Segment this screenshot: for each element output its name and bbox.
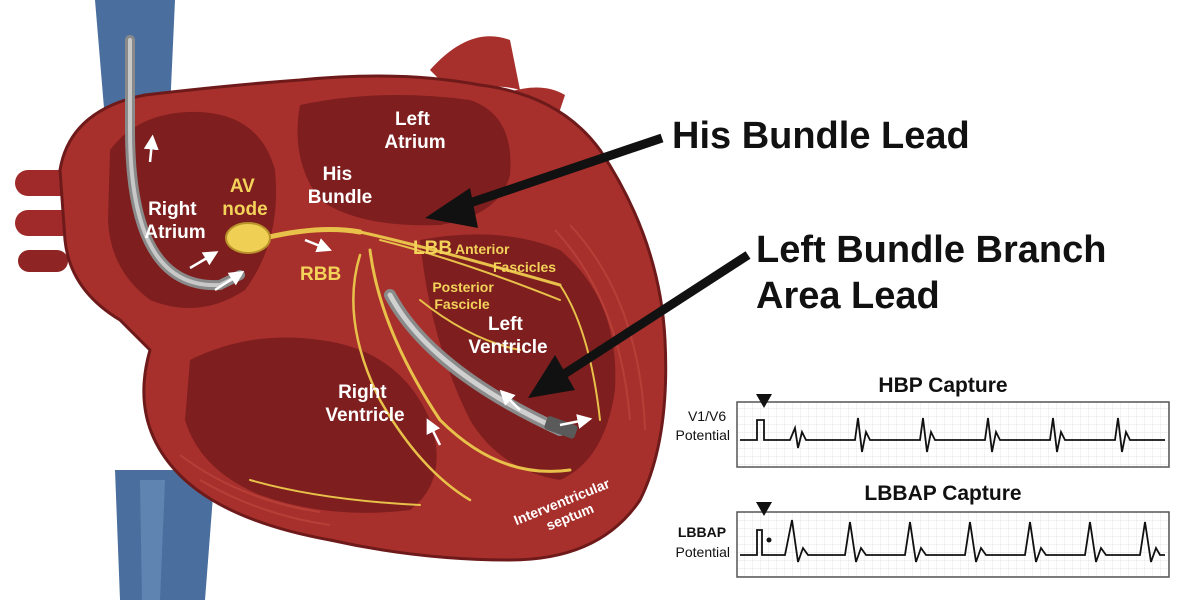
label-posterior-fascicle: Posterior Fascicle [432, 279, 497, 312]
callout-lbbap-lead: Left Bundle Branch Area Lead [756, 229, 1117, 317]
ecg-trace-hbp [740, 417, 1165, 453]
ecg-panel-lbbap: LBBAP Capture LBBAP Potential [676, 482, 1170, 578]
label-rbb: RBB [300, 264, 341, 285]
label-right-ventricle: Right Ventricle [325, 382, 404, 426]
pacing-spike-marker-hbp [756, 394, 772, 408]
pacing-leads [125, 35, 578, 439]
flow-arrows [143, 134, 593, 446]
label-lbb: LBB [413, 238, 452, 259]
right-ventricle-chamber [185, 337, 437, 513]
pacing-spike-marker-lbbap [756, 502, 772, 516]
label-right-atrium: Right Atrium [144, 199, 205, 243]
left-atrium-chamber [297, 95, 511, 226]
ecg-trace-lbbap [740, 519, 1165, 563]
ecg-panel-hbp: HBP Capture V1/V6 Potential [676, 374, 1170, 468]
callout-arrows [425, 133, 751, 398]
myocardium-texture [179, 224, 646, 526]
ecg-hbp-title: HBP Capture [878, 374, 1007, 397]
callout-his-bundle-lead: His Bundle Lead [672, 115, 970, 157]
label-left-atrium: Left Atrium [384, 109, 445, 153]
av-node [225, 222, 271, 254]
conduction-system [249, 227, 601, 506]
ecg-lbbap-side-label: LBBAP Potential [676, 524, 730, 560]
ecg-lbbap-title: LBBAP Capture [864, 482, 1021, 505]
ecg-hbp-side-label: V1/V6 Potential [676, 408, 730, 443]
label-av-node: AV node [222, 176, 267, 220]
label-left-ventricle: Left Ventricle [468, 314, 547, 358]
label-anterior-fascicles: Anterior Fascicles [455, 241, 556, 275]
label-his-bundle: His Bundle [308, 164, 372, 208]
